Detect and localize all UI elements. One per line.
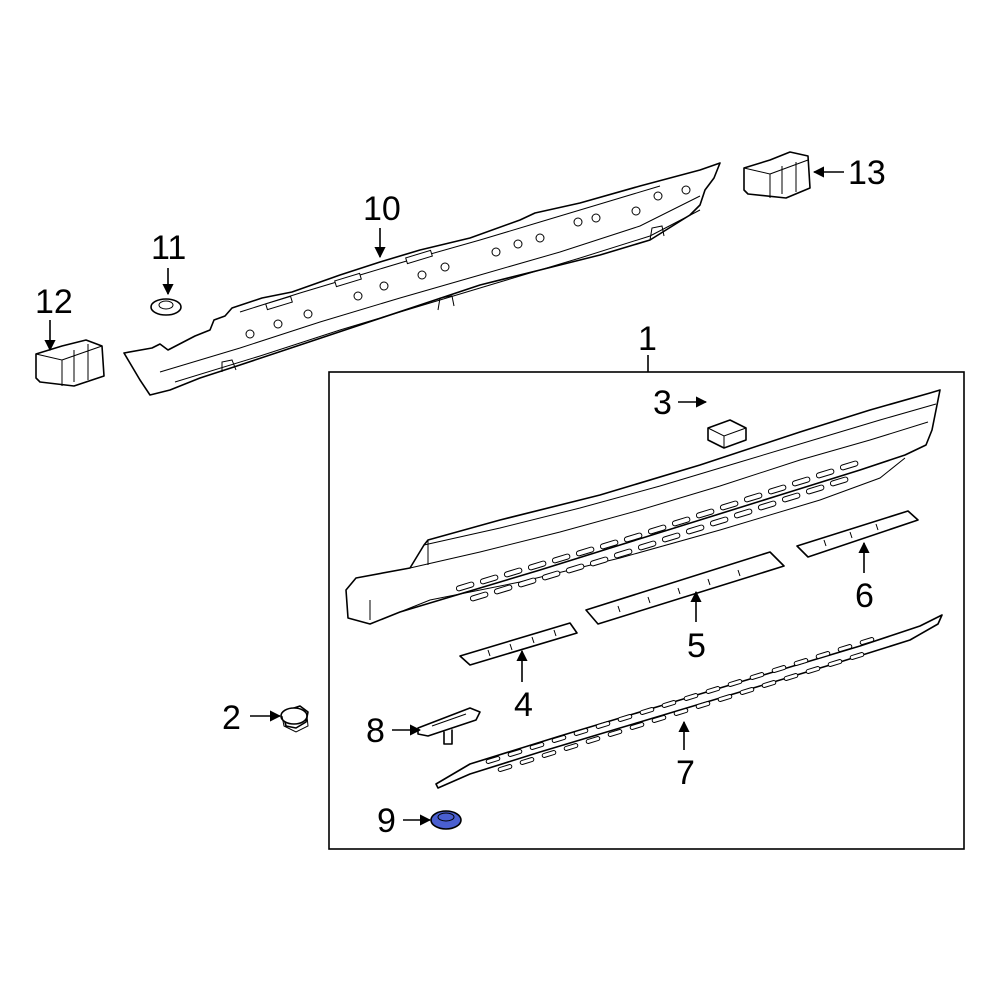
assembly-box [328,371,965,850]
grommet-part-9[interactable] [430,810,462,830]
callout-4: 4 [514,686,533,724]
clip-part-3[interactable] [707,419,747,449]
callout-5: 5 [687,627,706,665]
callout-9: 9 [377,802,396,840]
callout-12: 12 [35,283,73,321]
grommet-part-11[interactable] [150,298,182,316]
callout-labels: 1 2 3 4 5 6 7 8 9 10 11 12 13 [35,154,886,840]
trim-part-7[interactable] [435,614,943,789]
nut-part-2[interactable] [280,705,309,733]
end-cap-part-13[interactable] [743,151,811,199]
end-cap-part-12[interactable] [35,339,105,387]
leader-lines [44,166,870,826]
rocker-panel-part[interactable] [123,162,721,396]
callout-11: 11 [151,229,186,267]
running-board-slots [455,460,859,602]
step-pad-part-6[interactable] [796,510,919,558]
step-pad-part-4[interactable] [459,622,578,666]
callout-10: 10 [363,190,401,228]
callout-1: 1 [638,320,657,358]
callout-7: 7 [676,754,695,792]
retainer-part-8[interactable] [417,707,481,745]
callout-2: 2 [222,699,241,737]
callout-8: 8 [366,712,385,750]
callout-6: 6 [855,577,874,615]
step-pad-part-5[interactable] [585,551,785,625]
running-board-part[interactable] [345,389,941,625]
callout-3: 3 [653,384,672,422]
trim-slots [485,637,875,772]
callout-13: 13 [848,154,886,192]
